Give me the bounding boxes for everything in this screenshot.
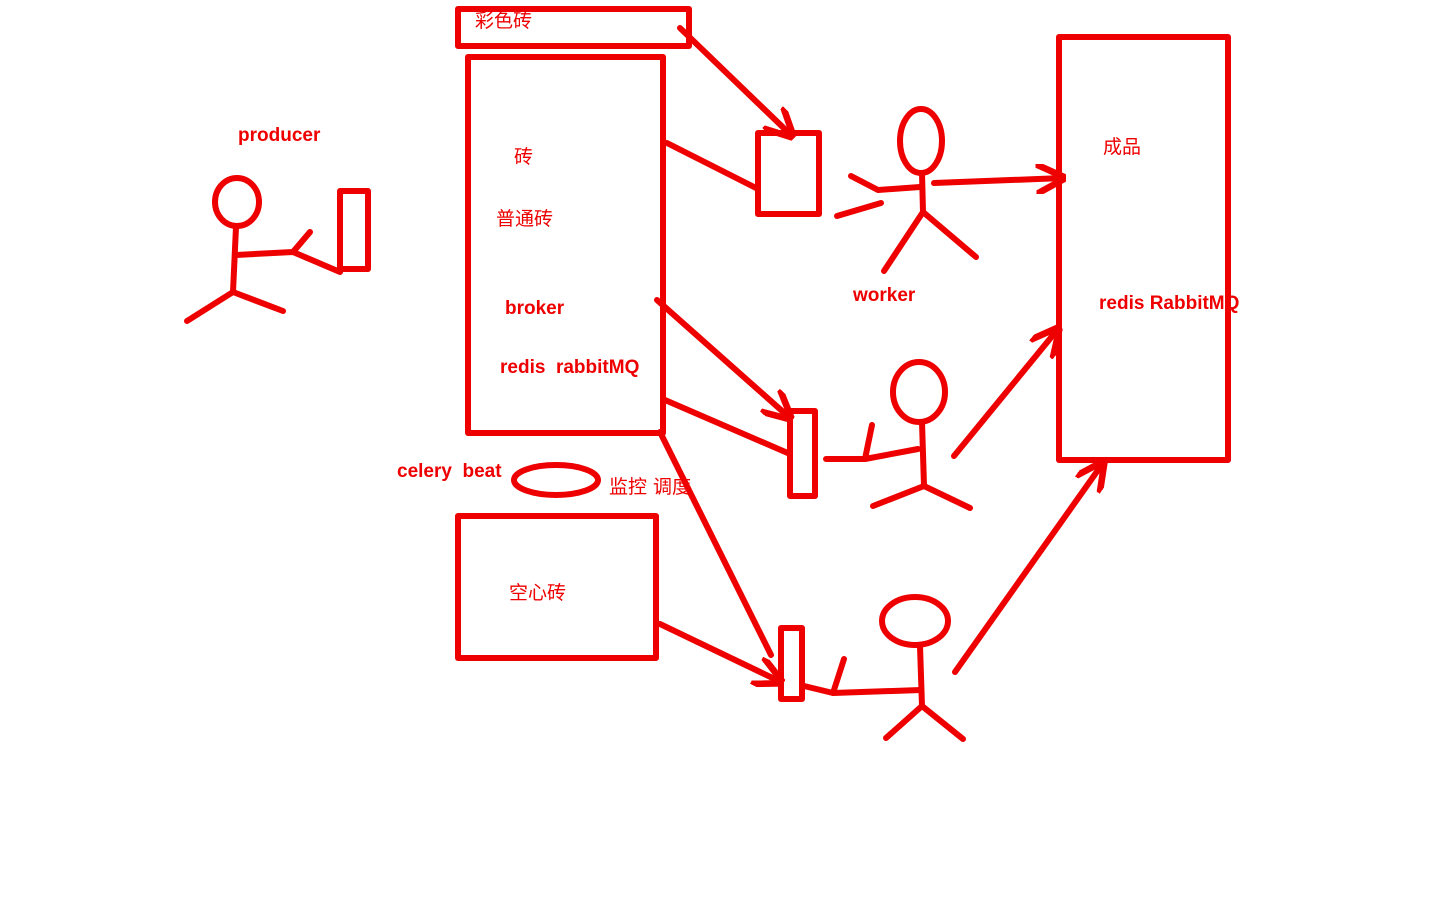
broker-to-worker-2-arrow bbox=[654, 297, 790, 418]
hollow-brick-queue bbox=[455, 513, 659, 661]
worker-1-figure bbox=[834, 106, 979, 274]
monitor-schedule-label: 监控 调度 bbox=[609, 476, 692, 498]
producer-label: producer bbox=[238, 125, 321, 146]
worker-1-to-result-arrow bbox=[931, 178, 1063, 183]
worker-1-task-box bbox=[755, 130, 822, 217]
worker-2-task-box bbox=[787, 408, 818, 499]
hollow-brick-label: 空心砖 bbox=[509, 582, 567, 604]
broker-to-worker-1-line bbox=[664, 140, 761, 192]
brick-label: 砖 bbox=[514, 146, 534, 168]
celery-beat-ellipse bbox=[511, 462, 601, 498]
worker-2-to-result-arrow bbox=[951, 329, 1058, 459]
result-backend-box bbox=[1056, 34, 1231, 463]
normal-brick-label: 普通砖 bbox=[496, 208, 554, 230]
finished-product-label: 成品 bbox=[1103, 136, 1142, 158]
producer-task-box bbox=[337, 188, 371, 272]
colored-brick-queue bbox=[455, 6, 692, 49]
celery-beat-label: celery beat bbox=[397, 461, 502, 482]
worker-3-to-result-arrow bbox=[952, 463, 1103, 675]
broker-backends-label: redis rabbitMQ bbox=[500, 357, 640, 378]
worker-label: worker bbox=[853, 285, 916, 306]
broker-to-worker-3-line bbox=[657, 429, 774, 658]
broker-to-worker-2-line bbox=[662, 397, 793, 457]
colored-brick-to-worker-1-arrow bbox=[677, 25, 792, 136]
worker-3-figure bbox=[801, 594, 966, 742]
result-backends-label: redis RabbitMQ bbox=[1099, 293, 1240, 314]
worker-2-figure bbox=[823, 359, 973, 511]
broker-box bbox=[465, 54, 666, 436]
producer-figure bbox=[184, 175, 343, 324]
worker-3-task-box bbox=[778, 625, 805, 702]
colored-brick-label: 彩色砖 bbox=[475, 10, 533, 32]
hollow-brick-to-worker-3-arrow bbox=[657, 621, 781, 682]
broker-label: broker bbox=[505, 298, 565, 319]
